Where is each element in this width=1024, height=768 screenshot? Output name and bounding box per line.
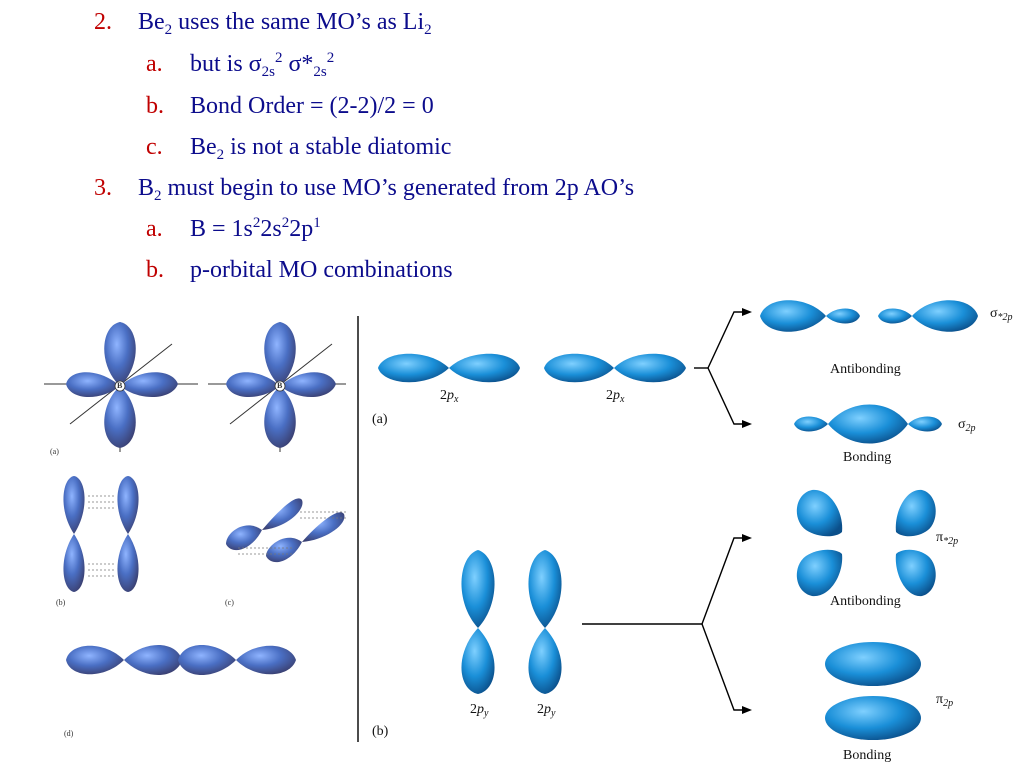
item-2c-text: Be2 is not a stable diatomic	[190, 133, 452, 163]
subscript: 2	[154, 188, 162, 204]
pi-overlap-vertical	[63, 476, 139, 592]
lobe	[120, 372, 178, 398]
pi-star-2p-orbital	[796, 489, 936, 597]
label-antibonding-sigma: Antibonding	[830, 362, 901, 377]
label-2py-right: 2py	[537, 702, 556, 719]
label-sigma-2p: σ2p	[958, 417, 976, 434]
pi-2p-orbital	[825, 642, 921, 740]
text: σ*	[282, 51, 314, 77]
superscript: 2	[281, 215, 290, 231]
label-c-left: (c)	[225, 598, 234, 607]
item-2b-letter: b.	[146, 93, 164, 119]
atom-label-1: B	[117, 381, 123, 390]
sigma-2p-orbital	[794, 404, 942, 444]
pi-overlap-tilted	[226, 498, 346, 563]
lobe	[66, 372, 120, 398]
text: but is σ	[190, 51, 262, 77]
superscript: 1	[313, 215, 321, 231]
item-2b-text: Bond Order = (2-2)/2 = 0	[190, 93, 434, 119]
lobe	[104, 386, 136, 448]
sigma-overlap	[66, 645, 296, 675]
text: is not a stable diatomic	[224, 134, 452, 160]
superscript: 2	[326, 50, 335, 66]
lobe	[264, 322, 296, 386]
text: Be	[190, 134, 217, 160]
lobe	[264, 386, 296, 448]
label-bonding-sigma: Bonding	[843, 450, 892, 465]
text: must begin to use MO’s generated from 2p…	[161, 175, 635, 201]
text: 2s	[260, 216, 282, 242]
label-2px-right: 2px	[606, 388, 625, 405]
label-sigma-star-2p: σ*2p	[990, 306, 1013, 323]
subscript: 2	[216, 147, 225, 163]
item-2c-letter: c.	[146, 134, 163, 160]
lobe	[280, 372, 336, 398]
text: B	[138, 175, 155, 201]
item-2-number: 2.	[94, 9, 112, 35]
label-d-left: (d)	[64, 729, 74, 738]
item-3a-text: B = 1s22s22p1	[190, 215, 321, 243]
text-be: Be	[138, 9, 165, 35]
label-2px-left: 2px	[440, 388, 459, 405]
superscript: 2	[274, 50, 283, 66]
label-a-left: (a)	[50, 447, 59, 456]
item-2a-text: but is σ2s2 σ*2s2	[190, 50, 335, 80]
label-2py-left: 2py	[470, 702, 489, 719]
ao-2px-left	[378, 353, 520, 383]
label-b-left: (b)	[56, 598, 66, 607]
item-3-text: B2 must begin to use MO’s generated from…	[138, 174, 635, 204]
label-part-a: (a)	[372, 412, 388, 427]
item-3a-letter: a.	[146, 216, 163, 242]
lobe	[104, 322, 136, 386]
lobe	[226, 372, 280, 398]
item-2a-letter: a.	[146, 51, 163, 77]
b-atom-orbitals-2	[208, 322, 346, 452]
branch-arrows-b	[582, 537, 746, 711]
item-3b-text: p-orbital MO combinations	[190, 257, 453, 283]
atom-label-2: B	[277, 381, 283, 390]
label-antibonding-pi: Antibonding	[830, 594, 901, 609]
subscript: 2	[164, 22, 173, 38]
branch-arrows-a	[694, 311, 746, 425]
superscript: 2	[252, 215, 261, 231]
ao-2py-left	[461, 550, 495, 694]
item-3-number: 3.	[94, 175, 112, 201]
subscript: 2	[424, 22, 432, 38]
text-rest: uses the same MO’s as Li	[172, 9, 425, 35]
subscript: 2s	[261, 64, 275, 80]
label-bonding-pi: Bonding	[843, 748, 892, 763]
label-pi-2p: π2p	[936, 692, 954, 709]
sigma-star-2p-orbital	[760, 300, 978, 332]
item-2-text: Be2 uses the same MO’s as Li2	[138, 8, 432, 38]
text: B = 1s	[190, 216, 253, 242]
label-pi-star-2p: π*2p	[936, 530, 959, 547]
ao-2px-right	[544, 353, 686, 383]
ao-2py-right	[528, 550, 562, 694]
label-part-b: (b)	[372, 724, 389, 739]
subscript: 2s	[313, 64, 327, 80]
b-atom-orbitals-1	[44, 322, 198, 452]
text: 2p	[289, 216, 314, 242]
item-3b-letter: b.	[146, 257, 164, 283]
